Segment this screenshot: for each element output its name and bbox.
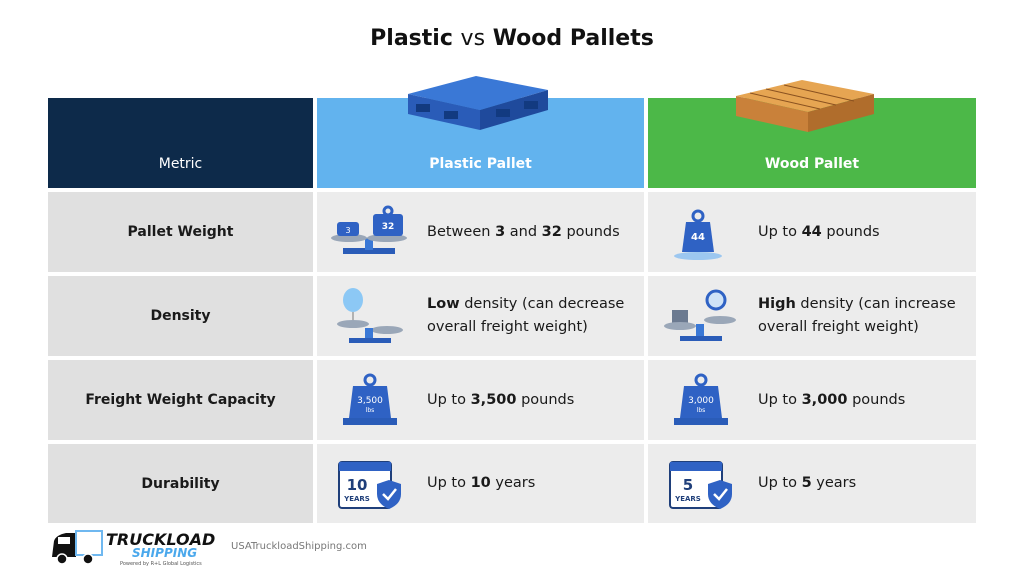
metric-density: Density: [48, 276, 313, 356]
wood-pallet-weight: 44 Up to 44 pounds: [648, 192, 976, 272]
truckload-shipping-logo: TRUCKLOAD SHIPPING Powered by R+L Global…: [52, 530, 215, 567]
heavy-scale-icon: [664, 289, 736, 341]
svg-text:YEARS: YEARS: [343, 495, 370, 503]
svg-text:TRUCKLOAD: TRUCKLOAD: [106, 530, 215, 549]
page-title: Plastic vs Wood Pallets: [370, 26, 654, 51]
wood-pallet-icon: [736, 80, 874, 132]
scale-weights-icon: 3 32: [331, 205, 407, 254]
svg-text:lbs: lbs: [697, 407, 706, 414]
svg-text:10: 10: [347, 476, 368, 494]
metric-pallet-weight: Pallet Weight: [48, 192, 313, 272]
svg-text:Powered by R+L Global Logistic: Powered by R+L Global Logistics: [120, 561, 202, 567]
svg-text:3: 3: [345, 226, 350, 235]
weight-icon: 44: [674, 209, 722, 260]
wood-density: High density (can increase overall freig…: [648, 276, 976, 356]
svg-text:5: 5: [683, 476, 693, 494]
website-url: USATruckloadShipping.com: [231, 541, 367, 552]
svg-text:3,500: 3,500: [357, 396, 383, 406]
plastic-pallet-icon: [408, 76, 548, 130]
metric-durability: Durability: [48, 444, 313, 523]
metric-freight-weight-capacity: Freight Weight Capacity: [48, 360, 313, 440]
plastic-density: Low density (can decrease overall freigh…: [317, 276, 644, 356]
svg-text:44: 44: [691, 232, 705, 243]
svg-text:lbs: lbs: [366, 407, 375, 414]
svg-text:SHIPPING: SHIPPING: [132, 546, 197, 560]
svg-text:3,000: 3,000: [688, 396, 714, 406]
svg-text:YEARS: YEARS: [674, 495, 701, 503]
balloon-scale-icon: [337, 288, 403, 343]
svg-text:32: 32: [382, 222, 395, 232]
header-metric: Metric: [48, 98, 313, 188]
